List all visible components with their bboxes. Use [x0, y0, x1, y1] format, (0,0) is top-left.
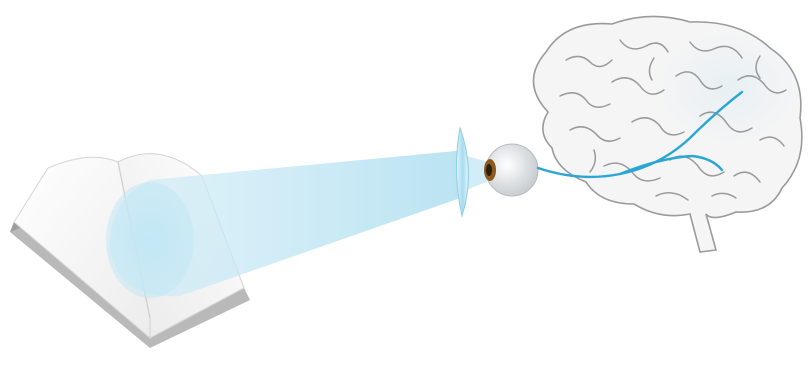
eye: [484, 144, 538, 196]
corrective-lens: [456, 128, 468, 216]
brain: [533, 16, 801, 252]
pupil: [486, 164, 492, 176]
lens-shape: [456, 128, 468, 216]
focus-spot-on-page: [106, 182, 194, 298]
